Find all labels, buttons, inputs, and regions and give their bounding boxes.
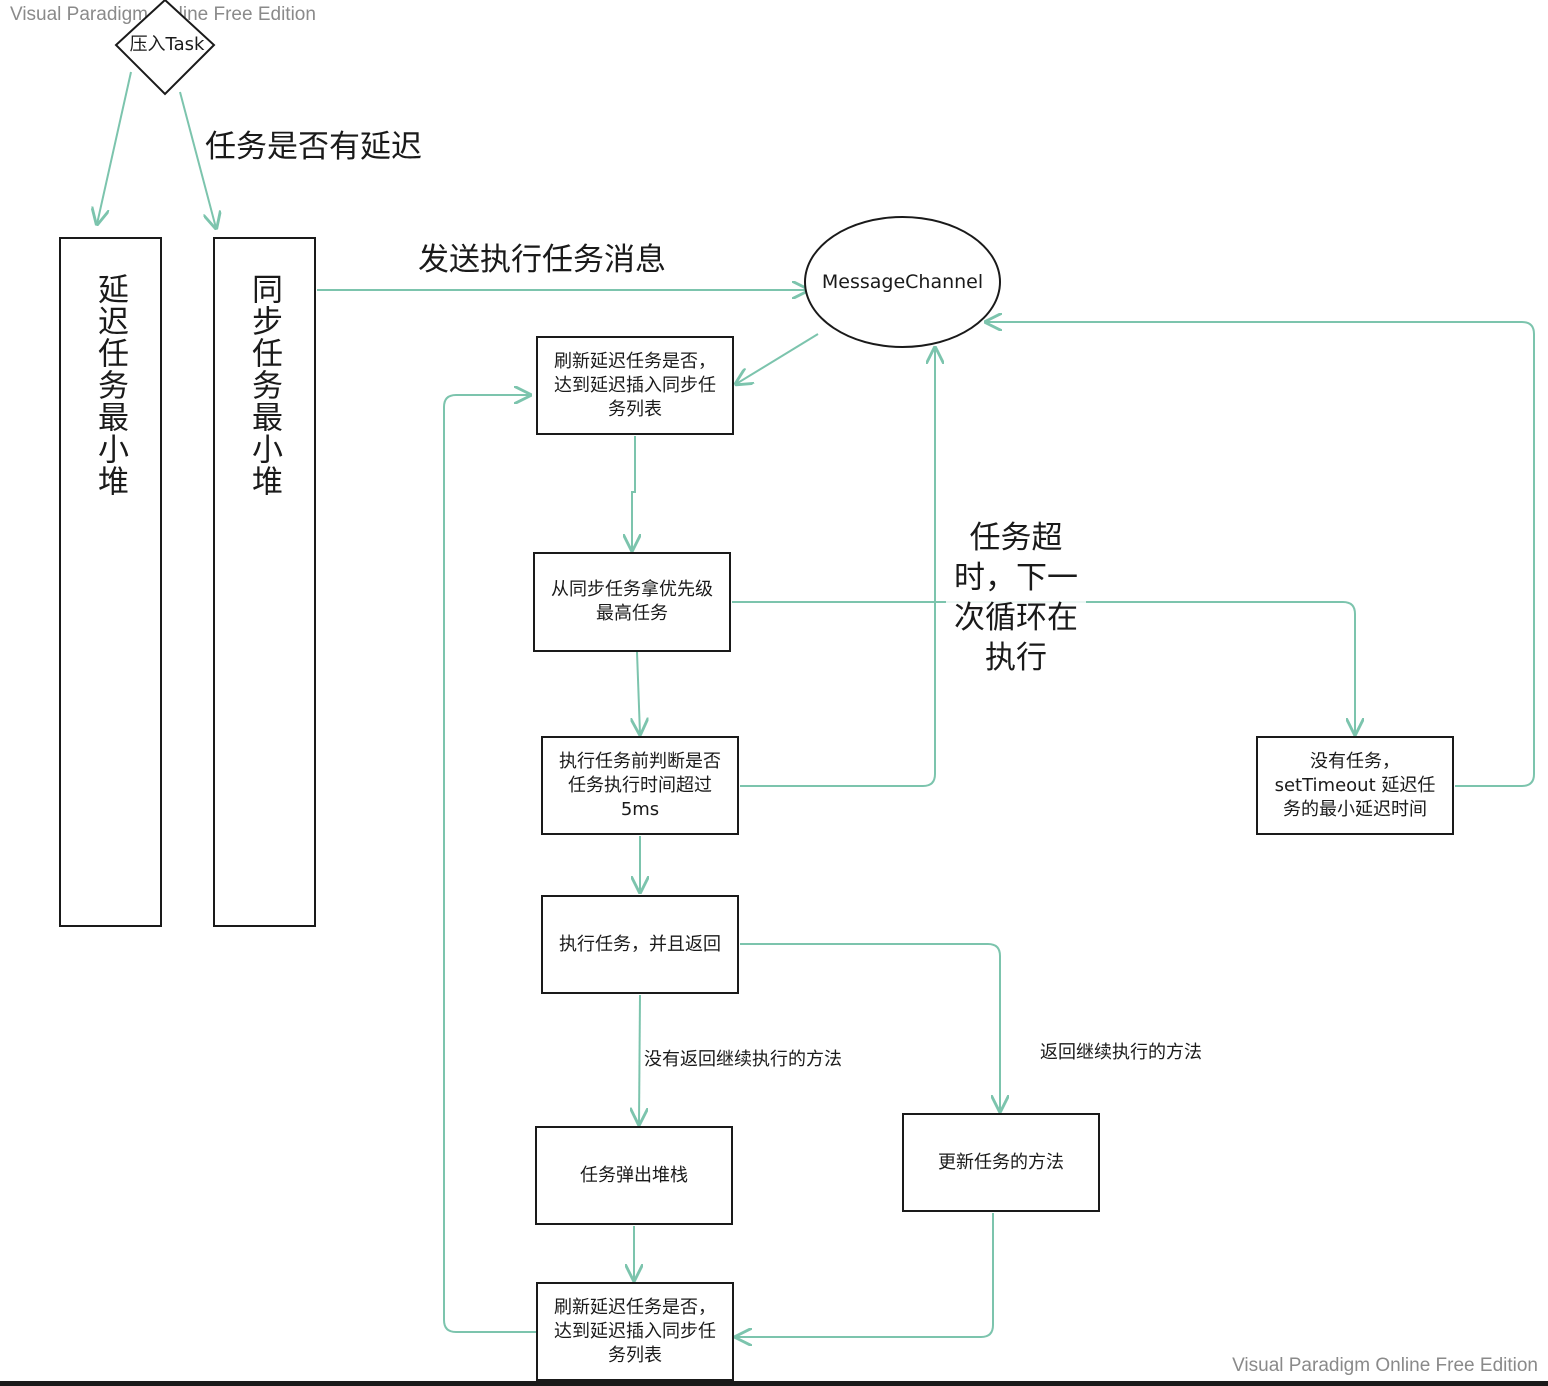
edge-channel-to-refresh [736,333,819,384]
edge-no-task-to-channel [986,322,1535,787]
edge-take-to-no-task [732,601,1355,734]
take-highest-priority-node: 从同步任务拿优先级最高任务 [533,552,731,652]
decision-label: 压入Task [129,34,205,55]
edge-refresh-bottom-loop [443,395,537,1333]
delay-min-heap: 延迟任务最小堆 [59,237,162,927]
label-no-return-method: 没有返回继续执行的方法 [644,1049,842,1070]
edge-update-to-refresh-bottom [736,1213,994,1337]
label-send-message: 发送执行任务消息 [418,242,666,278]
watermark-bottom: Visual Paradigm Online Free Edition [1232,1355,1538,1376]
edge-decision-to-sync-heap [179,91,216,228]
label-has-delay: 任务是否有延迟 [205,129,422,165]
edge-check-to-channel [740,348,935,787]
edge-decision-to-delay-heap [97,71,132,224]
edge-execute-to-update [740,943,1000,1111]
sync-heap-label: 同步任务最小堆 [246,273,282,497]
sync-min-heap: 同步任务最小堆 [213,237,316,927]
refresh-delay-bottom-node: 刷新延迟任务是否，达到延迟插入同步任务列表 [536,1282,734,1381]
delay-heap-label: 延迟任务最小堆 [92,273,128,497]
message-channel-node: MessageChannel [804,216,1001,348]
edge-take-to-check [637,651,640,734]
edge-refresh-to-take [632,436,635,550]
pop-stack-node: 任务弹出堆栈 [535,1126,733,1225]
check-timeout-node: 执行任务前判断是否任务执行时间超过5ms [541,736,739,835]
execute-task-node: 执行任务，并且返回 [541,895,739,994]
label-return-method: 返回继续执行的方法 [1040,1042,1202,1063]
bottom-border [0,1381,1548,1386]
label-timeout-next-loop: 任务超时，下一次循环在执行 [946,518,1086,678]
decision-diamond [114,0,216,96]
refresh-delay-top-node: 刷新延迟任务是否，达到延迟插入同步任务列表 [536,336,734,435]
edge-execute-to-pop [639,994,640,1124]
no-task-settimeout-node: 没有任务，setTimeout 延迟任务的最小延迟时间 [1256,736,1454,835]
update-method-node: 更新任务的方法 [902,1113,1100,1212]
